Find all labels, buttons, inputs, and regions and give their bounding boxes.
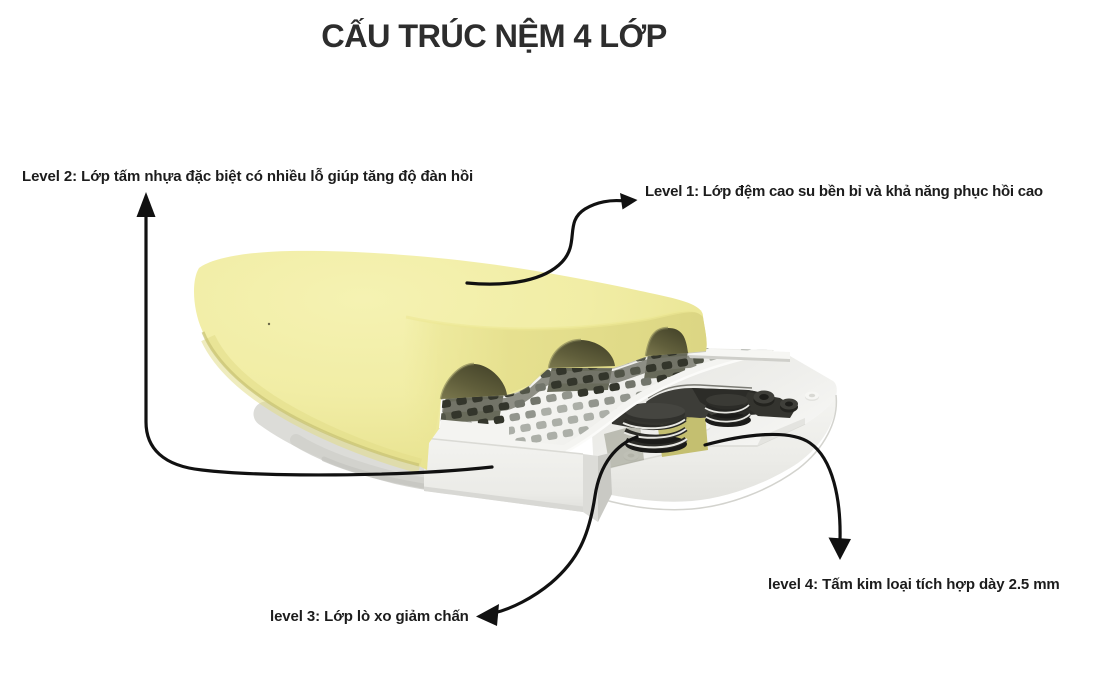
svg-text:Level 2: Lớp tấm nhựa đặc biệt: Level 2: Lớp tấm nhựa đặc biệt có nhiều … <box>22 168 473 185</box>
svg-text:level 4: Tấm kim loại tích hợp: level 4: Tấm kim loại tích hợp dày 2.5 m… <box>768 576 1060 593</box>
svg-text:CẤU TRÚC NỆM 4 LỚP: CẤU TRÚC NỆM 4 LỚP <box>321 17 667 54</box>
svg-text:Level 1: Lớp đệm cao su bền bỉ: Level 1: Lớp đệm cao su bền bỉ và khả nă… <box>645 183 1043 200</box>
svg-text:level 3: Lớp lò xo giảm chấn: level 3: Lớp lò xo giảm chấn <box>270 608 469 625</box>
